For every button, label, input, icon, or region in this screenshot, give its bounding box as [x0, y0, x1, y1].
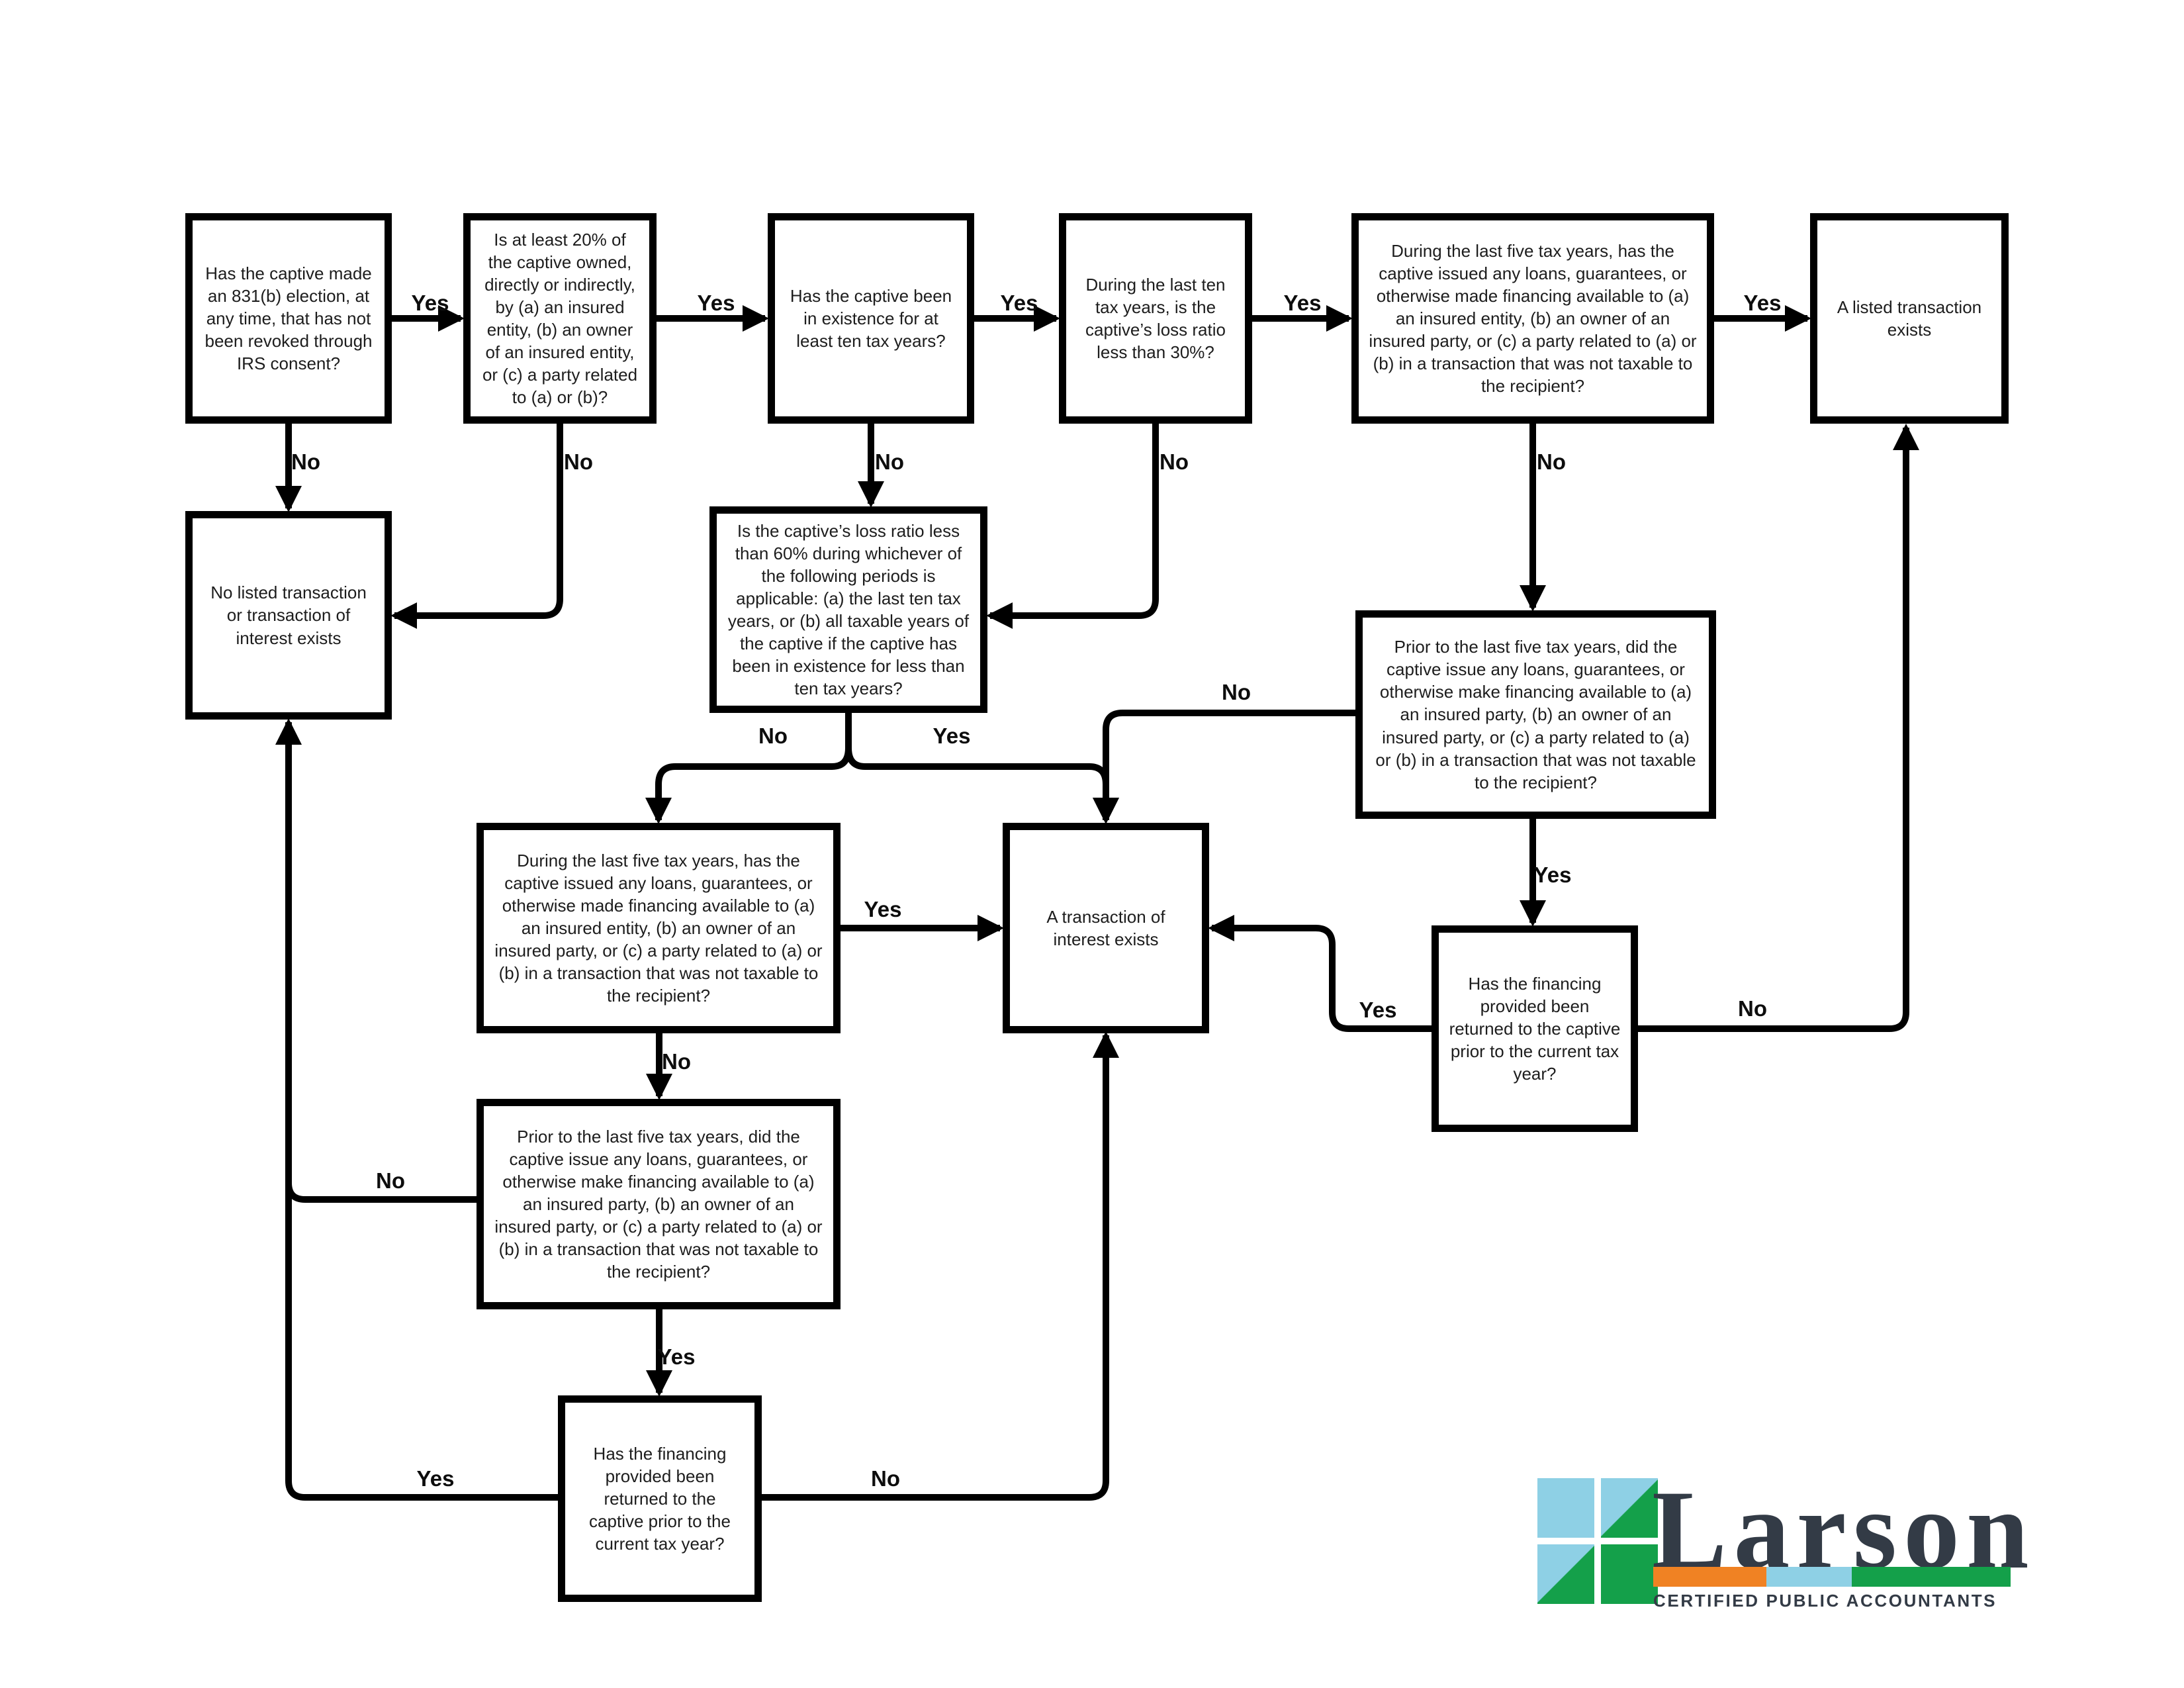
- node-text-financing-prior-five-bottom: Prior to the last five tax years, did th…: [494, 1126, 823, 1282]
- node-text-financing-last-five-top: During the last five tax years, has the …: [1369, 240, 1697, 397]
- edge-layer: [275, 305, 1919, 1501]
- node-loss-ratio-60pct: Is the captive’s loss ratio less than 60…: [709, 506, 987, 713]
- logo-square-top-left: [1537, 1478, 1594, 1538]
- node-text-loss-ratio-30pct: During the last ten tax years, is the ca…: [1085, 274, 1226, 363]
- edge-label-election-831b--no-listed-transaction: No: [291, 449, 320, 474]
- edge-financing-returned-bottom--no-listed-transaction: [275, 718, 558, 1501]
- edge-label-election-831b--ownership-20pct: Yes: [411, 291, 449, 315]
- edge-financing-returned-bottom--transaction-of-interest-exists: [762, 1031, 1119, 1501]
- node-text-listed-transaction-exists: A listed transaction exists: [1837, 297, 1982, 340]
- edge-label-financing-prior-five-right--financing-returned-right: Yes: [1533, 863, 1572, 887]
- logo-tricolor-bar: [1653, 1567, 2011, 1587]
- node-election-831b: Has the captive made an 831(b) election,…: [185, 213, 392, 424]
- edge-label-loss-ratio-30pct--financing-last-five-top: Yes: [1283, 291, 1322, 315]
- node-listed-transaction-exists: A listed transaction exists: [1810, 213, 2009, 424]
- edge-label-loss-ratio-60pct--financing-last-five-mid: No: [758, 724, 788, 748]
- logo-square-bottom-right: [1601, 1544, 1658, 1604]
- node-text-election-831b: Has the captive made an 831(b) election,…: [205, 263, 373, 374]
- node-financing-last-five-top: During the last five tax years, has the …: [1351, 213, 1714, 424]
- edge-label-financing-last-five-top--financing-prior-five-right: No: [1537, 449, 1566, 474]
- node-text-transaction-of-interest-exists: A transaction of interest exists: [1046, 906, 1165, 949]
- edge-label-financing-returned-bottom--transaction-of-interest-exists: No: [871, 1466, 900, 1491]
- node-text-financing-last-five-mid: During the last five tax years, has the …: [494, 850, 823, 1006]
- edge-label-financing-prior-five-bottom--no-listed-transaction: No: [376, 1168, 405, 1193]
- node-text-financing-prior-five-right: Prior to the last five tax years, did th…: [1375, 637, 1696, 792]
- logo-tagline: CERTIFIED PUBLIC ACCOUNTANTS: [1653, 1591, 1997, 1611]
- node-transaction-of-interest-exists: A transaction of interest exists: [1003, 823, 1209, 1033]
- edge-label-financing-last-five-mid--transaction-of-interest-exists: Yes: [864, 897, 902, 921]
- edge-financing-prior-five-right--transaction-of-interest-exists: [1093, 710, 1355, 824]
- edge-label-financing-last-five-mid--financing-prior-five-bottom: No: [662, 1049, 691, 1074]
- logo-bar-blue: [1766, 1567, 1852, 1587]
- edge-label-loss-ratio-30pct--loss-ratio-60pct: No: [1160, 449, 1189, 474]
- node-financing-last-five-mid: During the last five tax years, has the …: [477, 823, 841, 1033]
- edge-loss-ratio-60pct--financing-last-five-mid: [645, 713, 852, 824]
- logo-square-bottom-left: [1537, 1544, 1594, 1604]
- edge-ownership-20pct--no-listed-transaction: [390, 424, 563, 629]
- node-existence-ten-years: Has the captive been in existence for at…: [768, 213, 974, 424]
- node-financing-returned-bottom: Has the financing provided been returned…: [558, 1395, 762, 1602]
- node-no-listed-transaction: No listed transaction or transaction of …: [185, 511, 392, 720]
- node-financing-returned-right: Has the financing provided been returned…: [1432, 925, 1638, 1132]
- edge-loss-ratio-60pct--transaction-of-interest-exists: [845, 713, 1119, 824]
- edge-label-ownership-20pct--existence-ten-years: Yes: [697, 291, 735, 315]
- edge-label-financing-prior-five-bottom--financing-returned-bottom: Yes: [657, 1344, 696, 1369]
- node-text-no-listed-transaction: No listed transaction or transaction of …: [210, 583, 367, 648]
- logo-square-top-right: [1601, 1478, 1658, 1538]
- node-loss-ratio-30pct: During the last ten tax years, is the ca…: [1059, 213, 1252, 424]
- node-ownership-20pct: Is at least 20% of the captive owned, di…: [463, 213, 657, 424]
- node-financing-prior-five-right: Prior to the last five tax years, did th…: [1355, 610, 1716, 819]
- edge-label-financing-returned-right--transaction-of-interest-exists: Yes: [1359, 998, 1397, 1022]
- edge-label-ownership-20pct--no-listed-transaction: No: [564, 449, 593, 474]
- node-text-existence-ten-years: Has the captive been in existence for at…: [790, 285, 952, 352]
- node-text-financing-returned-right: Has the financing provided been returned…: [1449, 973, 1621, 1084]
- edge-financing-returned-right--transaction-of-interest-exists: [1208, 915, 1432, 1032]
- node-text-loss-ratio-60pct: Is the captive’s loss ratio less than 60…: [727, 520, 970, 699]
- edge-label-financing-last-five-top--listed-transaction-exists: Yes: [1743, 291, 1782, 315]
- node-financing-prior-five-bottom: Prior to the last five tax years, did th…: [477, 1099, 841, 1309]
- node-text-financing-returned-bottom: Has the financing provided been returned…: [589, 1443, 731, 1554]
- edge-label-financing-returned-right--listed-transaction-exists: No: [1738, 996, 1767, 1021]
- node-text-ownership-20pct: Is at least 20% of the captive owned, di…: [482, 229, 638, 408]
- edge-label-existence-ten-years--loss-ratio-30pct: Yes: [1000, 291, 1038, 315]
- edge-financing-prior-five-bottom--no-listed-transaction: [285, 1182, 477, 1203]
- edge-label-financing-returned-bottom--no-listed-transaction: Yes: [416, 1466, 455, 1491]
- logo-bar-green: [1852, 1567, 2011, 1587]
- edge-label-existence-ten-years--loss-ratio-60pct: No: [875, 449, 904, 474]
- logo-bar-orange: [1653, 1567, 1766, 1587]
- edge-label-loss-ratio-60pct--transaction-of-interest-exists: Yes: [933, 724, 971, 748]
- edge-label-financing-prior-five-right--transaction-of-interest-exists: No: [1222, 680, 1251, 704]
- edge-financing-returned-right--listed-transaction-exists: [1638, 424, 1919, 1032]
- edge-loss-ratio-30pct--loss-ratio-60pct: [986, 424, 1159, 629]
- logo-mark-icon: [1537, 1478, 1658, 1604]
